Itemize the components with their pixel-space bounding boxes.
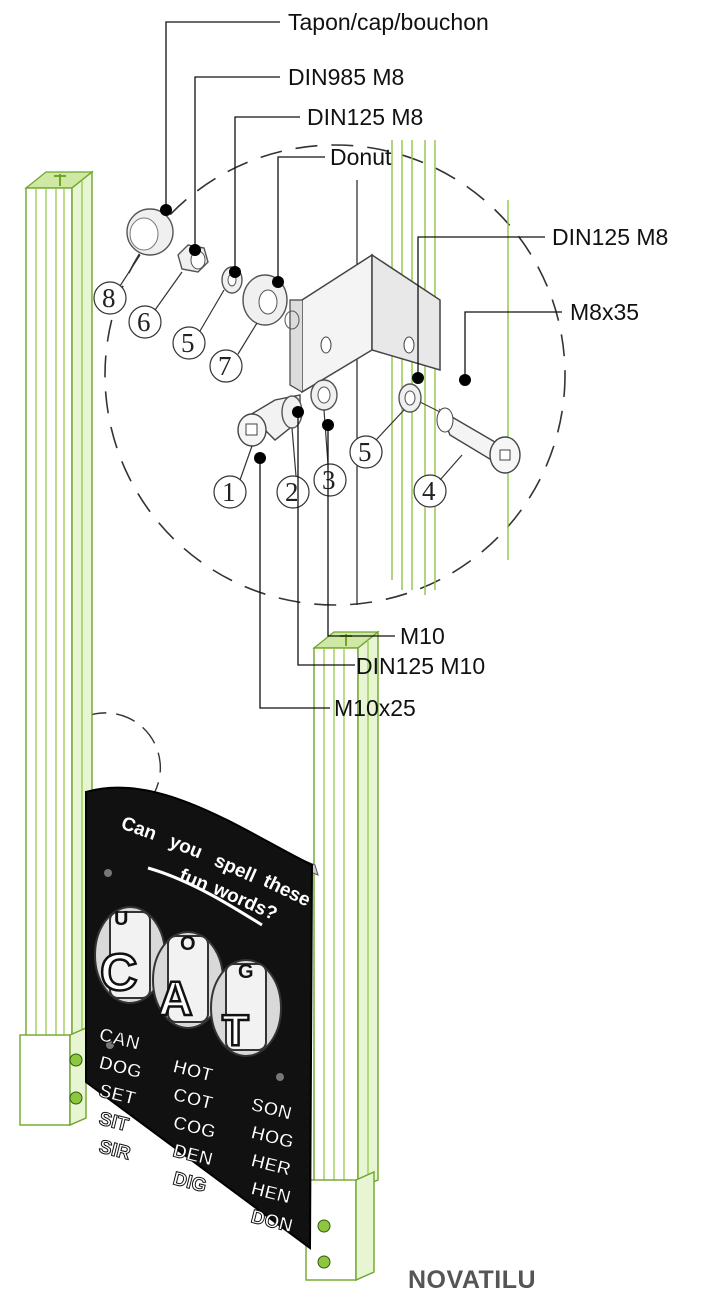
wheel-letter-3: T [222,1006,249,1055]
part-number-4: 4 [422,476,436,506]
callout-bolt-m8: M8x35 [570,299,639,325]
letter-wheel-3: G T [210,959,282,1057]
word-col2-5: DIG [171,1168,209,1197]
part-number-8: 8 [102,283,116,313]
callout-washer-right: DIN125 M8 [552,224,668,250]
callout-washer-small: DIN125 M8 [307,104,423,130]
washer-right-part [398,383,422,413]
right-post [305,630,380,1282]
part-number-labels: 8 6 5 7 5 1 2 3 4 [102,283,436,507]
part-numbers [93,281,447,509]
part-number-leaders [119,254,463,481]
part-number-1: 1 [222,477,236,507]
callout-donut: Donut [330,144,392,170]
part-number-7: 7 [218,351,232,381]
callout-washer-m10: DIN125 M10 [356,653,485,679]
wheel-top-letter-3: G [238,961,254,983]
part-number-3: 3 [322,465,336,495]
cap-part [126,208,174,256]
nut-m10-part [310,379,338,411]
part-number-5: 5 [181,328,195,358]
detail-circle [104,144,566,606]
callout-dots [160,204,471,464]
detail-post-section [391,140,509,595]
wheel-letter-2: A [158,973,193,1026]
word-col1-5: SIR [97,1136,133,1164]
callout-nut-m10: M10 [400,623,445,649]
callout-bolt-m10: M10x25 [334,695,416,721]
bracket [289,253,441,394]
callout-nut: DIN985 M8 [288,64,404,90]
word-col3-1: SON [249,1094,294,1124]
left-post [19,170,94,1127]
bolt-m8-part [436,407,521,474]
part-number-2: 2 [285,477,299,507]
callout-cap: Tapon/cap/bouchon [288,9,489,35]
part-number-6: 6 [137,307,151,337]
wheel-top-letter-1: U [114,908,128,930]
part-number-5b: 5 [358,437,372,467]
brand-logo: NOVATILU [408,1266,536,1294]
spelling-sign: Can you spell these fun words? U C O A G… [85,786,319,1250]
wheel-letter-1: C [100,944,138,1002]
callout-leaders [165,21,562,709]
wheel-top-letter-2: O [180,933,196,955]
letter-wheel-2: O A [152,931,224,1029]
